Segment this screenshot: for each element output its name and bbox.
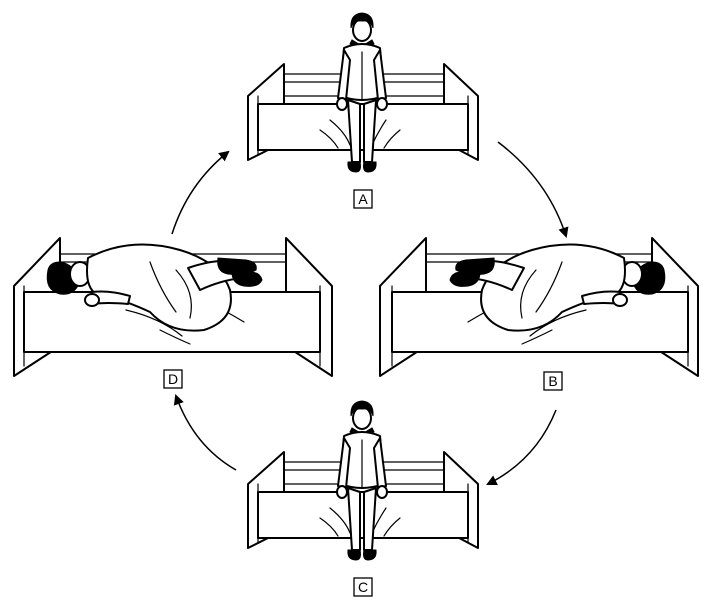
scene-b-lying: [379, 237, 699, 377]
label-box-c: [353, 577, 373, 597]
label-c: C: [358, 579, 368, 595]
label-d: D: [168, 371, 178, 387]
label-b: B: [548, 373, 557, 389]
scene-c-sitting: [247, 400, 479, 561]
arrow-b-to-c: [486, 409, 557, 485]
arrow-c-to-d: [173, 394, 237, 471]
arrow-a-to-b: [497, 141, 569, 238]
label-box-a: [353, 189, 373, 209]
label-box-d: [163, 369, 183, 389]
arrow-d-to-a: [171, 150, 230, 235]
scene-d-lying: [13, 237, 333, 377]
label-a: A: [358, 191, 368, 207]
label-box-b: [543, 371, 563, 391]
scene-a-sitting: [247, 12, 479, 173]
